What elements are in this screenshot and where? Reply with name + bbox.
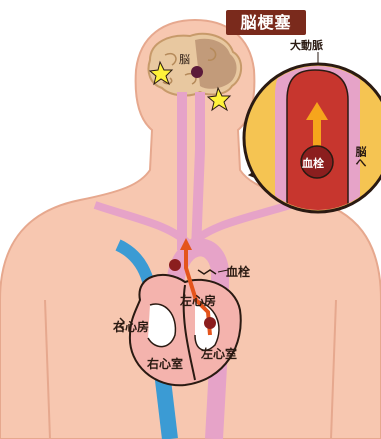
right-atrium-label: 右心房 [113,318,149,335]
page-title: 脳梗塞 [226,10,306,35]
to-brain-label: 脳へ [352,146,368,168]
brain-clot-dot [191,66,203,78]
right-ventricle-label: 右心室 [147,355,183,372]
left-atrium-label: 左心房 [180,292,216,309]
clot-label: 血栓 [226,263,250,280]
heart-clot-dot [204,317,216,329]
aorta-clot-dot [169,259,181,271]
inset-flow-arrow-shaft [313,118,321,150]
inset-clot-label: 血栓 [302,155,324,171]
aorta-label: 大動脈 [290,37,323,53]
brain-label: 脳 [179,51,190,67]
carotid-artery-right [196,92,200,250]
left-ventricle-label: 左心室 [201,345,237,362]
